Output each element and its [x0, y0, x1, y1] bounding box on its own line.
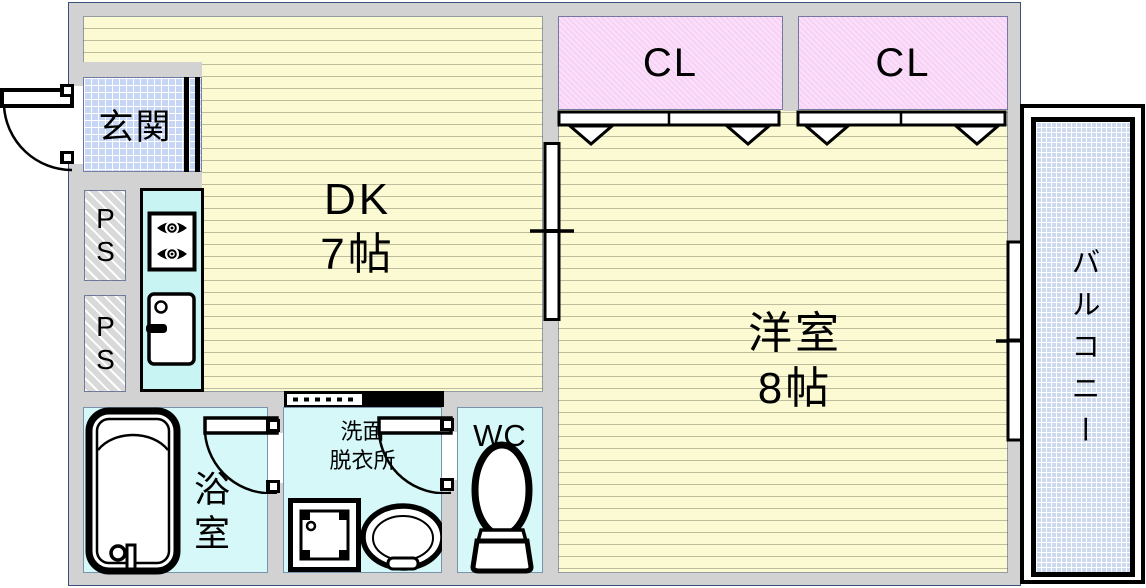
entry-hall: 玄関 [83, 77, 202, 172]
balcony-label: バルコニー [1067, 247, 1099, 457]
dk-size: 7帖 [320, 230, 395, 279]
door-jamb [440, 418, 454, 431]
entry-top-wall [83, 62, 202, 77]
washing-machine-icon [288, 498, 361, 572]
western-label: 洋室 8帖 [715, 293, 875, 428]
door-jamb [440, 478, 454, 491]
stove-icon [147, 211, 197, 272]
closet-divider-wall [783, 16, 798, 111]
toilet-icon [470, 441, 534, 574]
lavatory-sink-icon [360, 503, 446, 571]
wc-door-opening [442, 432, 457, 480]
entry-bottom-wall [83, 172, 202, 188]
pipe-space-label: PS [90, 310, 121, 377]
dk-label: DK 7帖 [285, 162, 430, 292]
bathtub-icon [85, 407, 181, 575]
pipe-space-upper: PS [84, 190, 126, 281]
entry-label: 玄関 [98, 108, 173, 147]
washroom-label: 洗面 脱衣所 [283, 414, 442, 478]
western-name: 洋室 [748, 308, 842, 358]
washroom-label-line1: 洗面 [340, 419, 385, 444]
closet-right: CL [798, 16, 1008, 110]
pipe-space-label: PS [90, 202, 121, 269]
closet-left: CL [558, 16, 783, 110]
sliding-door-icon [284, 391, 444, 408]
kitchen-sink-icon [146, 292, 196, 366]
door-jamb [60, 151, 74, 164]
entry-partition [184, 77, 189, 172]
sliding-door-icon [530, 142, 574, 321]
balcony-window-icon [996, 240, 1040, 442]
pipe-space-lower: PS [84, 295, 126, 392]
door-jamb [266, 480, 280, 493]
bath-label: 浴室 [189, 470, 230, 558]
closet-right-label: CL [875, 40, 931, 85]
bath-door-opening [268, 433, 283, 483]
closet-folding-door-icon [796, 110, 1007, 146]
door-jamb [60, 84, 74, 97]
balcony [1031, 117, 1135, 577]
closet-left-label: CL [642, 40, 699, 85]
entry-partition [195, 77, 200, 172]
door-jamb [266, 419, 280, 432]
wc-door-swing-icon [377, 416, 453, 494]
western-size: 8帖 [757, 363, 833, 413]
closet-folding-door-icon [557, 110, 781, 146]
dk-name: DK [323, 175, 392, 224]
entry-door-swing-icon [0, 88, 74, 172]
